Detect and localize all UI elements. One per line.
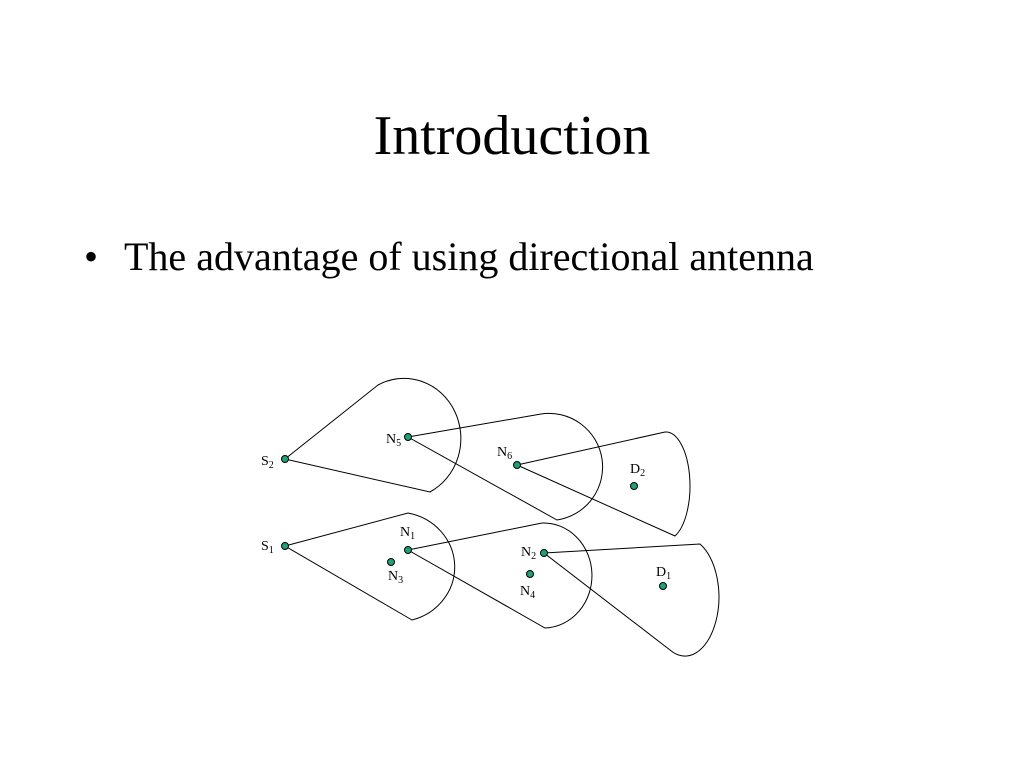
label-S2: S2 <box>261 454 274 471</box>
bullet-text: The advantage of using directional anten… <box>124 234 814 279</box>
node-N4 <box>526 570 534 578</box>
bullet-list: • The advantage of using directional ante… <box>84 230 814 284</box>
label-N1: N1 <box>400 525 415 542</box>
slide-title: Introduction <box>373 105 651 167</box>
label-N5: N5 <box>386 432 401 449</box>
beam-S1 <box>283 512 456 621</box>
node-N6 <box>513 461 521 469</box>
label-N6: N6 <box>497 445 512 462</box>
beam-N5 <box>406 412 604 521</box>
beam-S2 <box>283 377 462 493</box>
node-N5 <box>404 433 412 441</box>
label-S1: S1 <box>261 539 274 556</box>
node-D1 <box>659 582 667 590</box>
node-D2 <box>630 482 638 490</box>
beam-N1 <box>406 522 593 629</box>
node-S1 <box>281 542 289 550</box>
label-D2: D2 <box>630 462 645 479</box>
bullet-marker: • <box>84 234 99 279</box>
label-N3: N3 <box>388 569 403 586</box>
beam-N2 <box>542 543 720 657</box>
bullet-item: • The advantage of using directional ante… <box>84 230 814 284</box>
node-N1 <box>404 546 412 554</box>
label-D1: D1 <box>656 565 671 582</box>
label-N2: N2 <box>521 545 536 562</box>
node-S2 <box>281 455 289 463</box>
node-N2 <box>540 549 548 557</box>
label-N4: N4 <box>520 584 535 601</box>
beam-N6 <box>515 431 691 537</box>
node-N3 <box>387 558 395 566</box>
